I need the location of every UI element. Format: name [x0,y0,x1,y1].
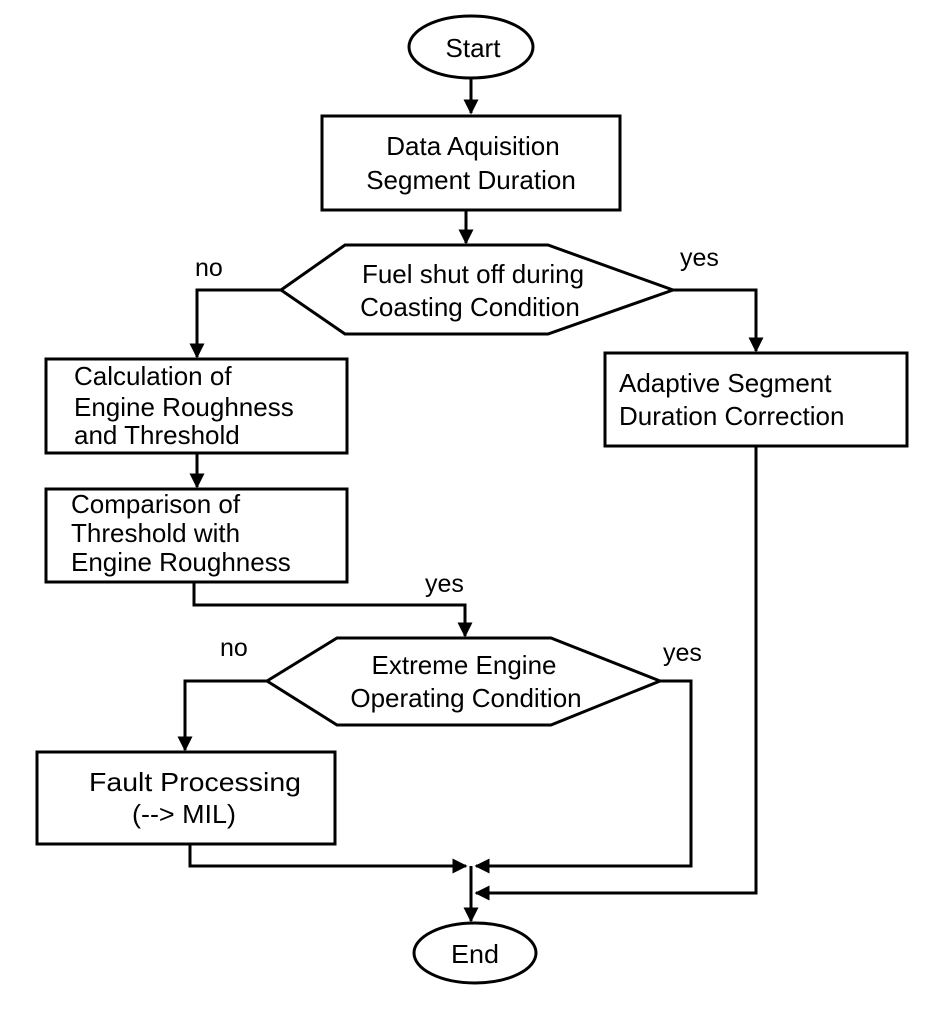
edge-label-extreme-yes: yes [663,639,702,667]
node-calc-line-3: and Threshold [74,420,240,450]
edge-fuel-shutoff-yes [673,288,764,353]
edge-label-fuel-no: no [195,254,223,282]
node-fault-processing: Fault Processing (--> MIL) [35,750,337,846]
edge-label-compare-yes: yes [425,570,464,598]
edge-extreme-yes [474,679,693,874]
node-data-acquisition-line-2: Segment Duration [366,165,576,195]
node-fuel-shutoff-line-2: Coasting Condition [360,292,580,322]
edge-extreme-no [177,679,267,752]
node-fuel-shutoff-decision: Fuel shut off during Coasting Condition [278,243,678,336]
edge-compare-to-extreme [192,582,473,638]
node-fuel-shutoff-line-1: Fuel shut off during [362,259,584,289]
edge-label-extreme-no: no [220,634,248,662]
node-data-acquisition: Data Aquisition Segment Duration [320,114,622,212]
node-extreme-line-1: Extreme Engine [372,650,557,680]
node-calc-roughness: Calculation of Engine Roughness and Thre… [44,357,349,455]
node-calc-line-2: Engine Roughness [74,392,294,422]
node-extreme-line-2: Operating Condition [350,683,581,713]
edge-fault-to-end [188,844,468,874]
edge-label-fuel-yes: yes [680,244,719,272]
node-start-label: Start [446,33,502,63]
node-extreme-condition-decision: Extreme Engine Operating Condition [264,636,665,727]
node-data-acquisition-line-1: Data Aquisition [386,131,559,161]
node-compare-line-3: Engine Roughness [71,547,291,577]
edge-adaptive-to-end [474,446,758,901]
node-end: End [412,921,538,985]
node-compare-threshold: Comparison of Threshold with Engine Roug… [44,487,349,584]
node-adaptive-line-2: Duration Correction [619,401,844,431]
node-fault-line-1: Fault Processing [89,767,301,797]
node-adaptive-correction: Adaptive Segment Duration Correction [603,351,909,448]
node-adaptive-line-1: Adaptive Segment [619,368,832,398]
connectors [177,78,764,923]
node-compare-line-1: Comparison of [71,489,241,519]
edge-fuel-shutoff-no [189,288,281,359]
node-start: Start [407,14,535,80]
node-fault-line-2: (--> MIL) [132,799,236,829]
node-end-label: End [451,939,499,969]
node-compare-line-2: Threshold with [71,518,240,548]
node-calc-line-1: Calculation of [74,361,232,391]
